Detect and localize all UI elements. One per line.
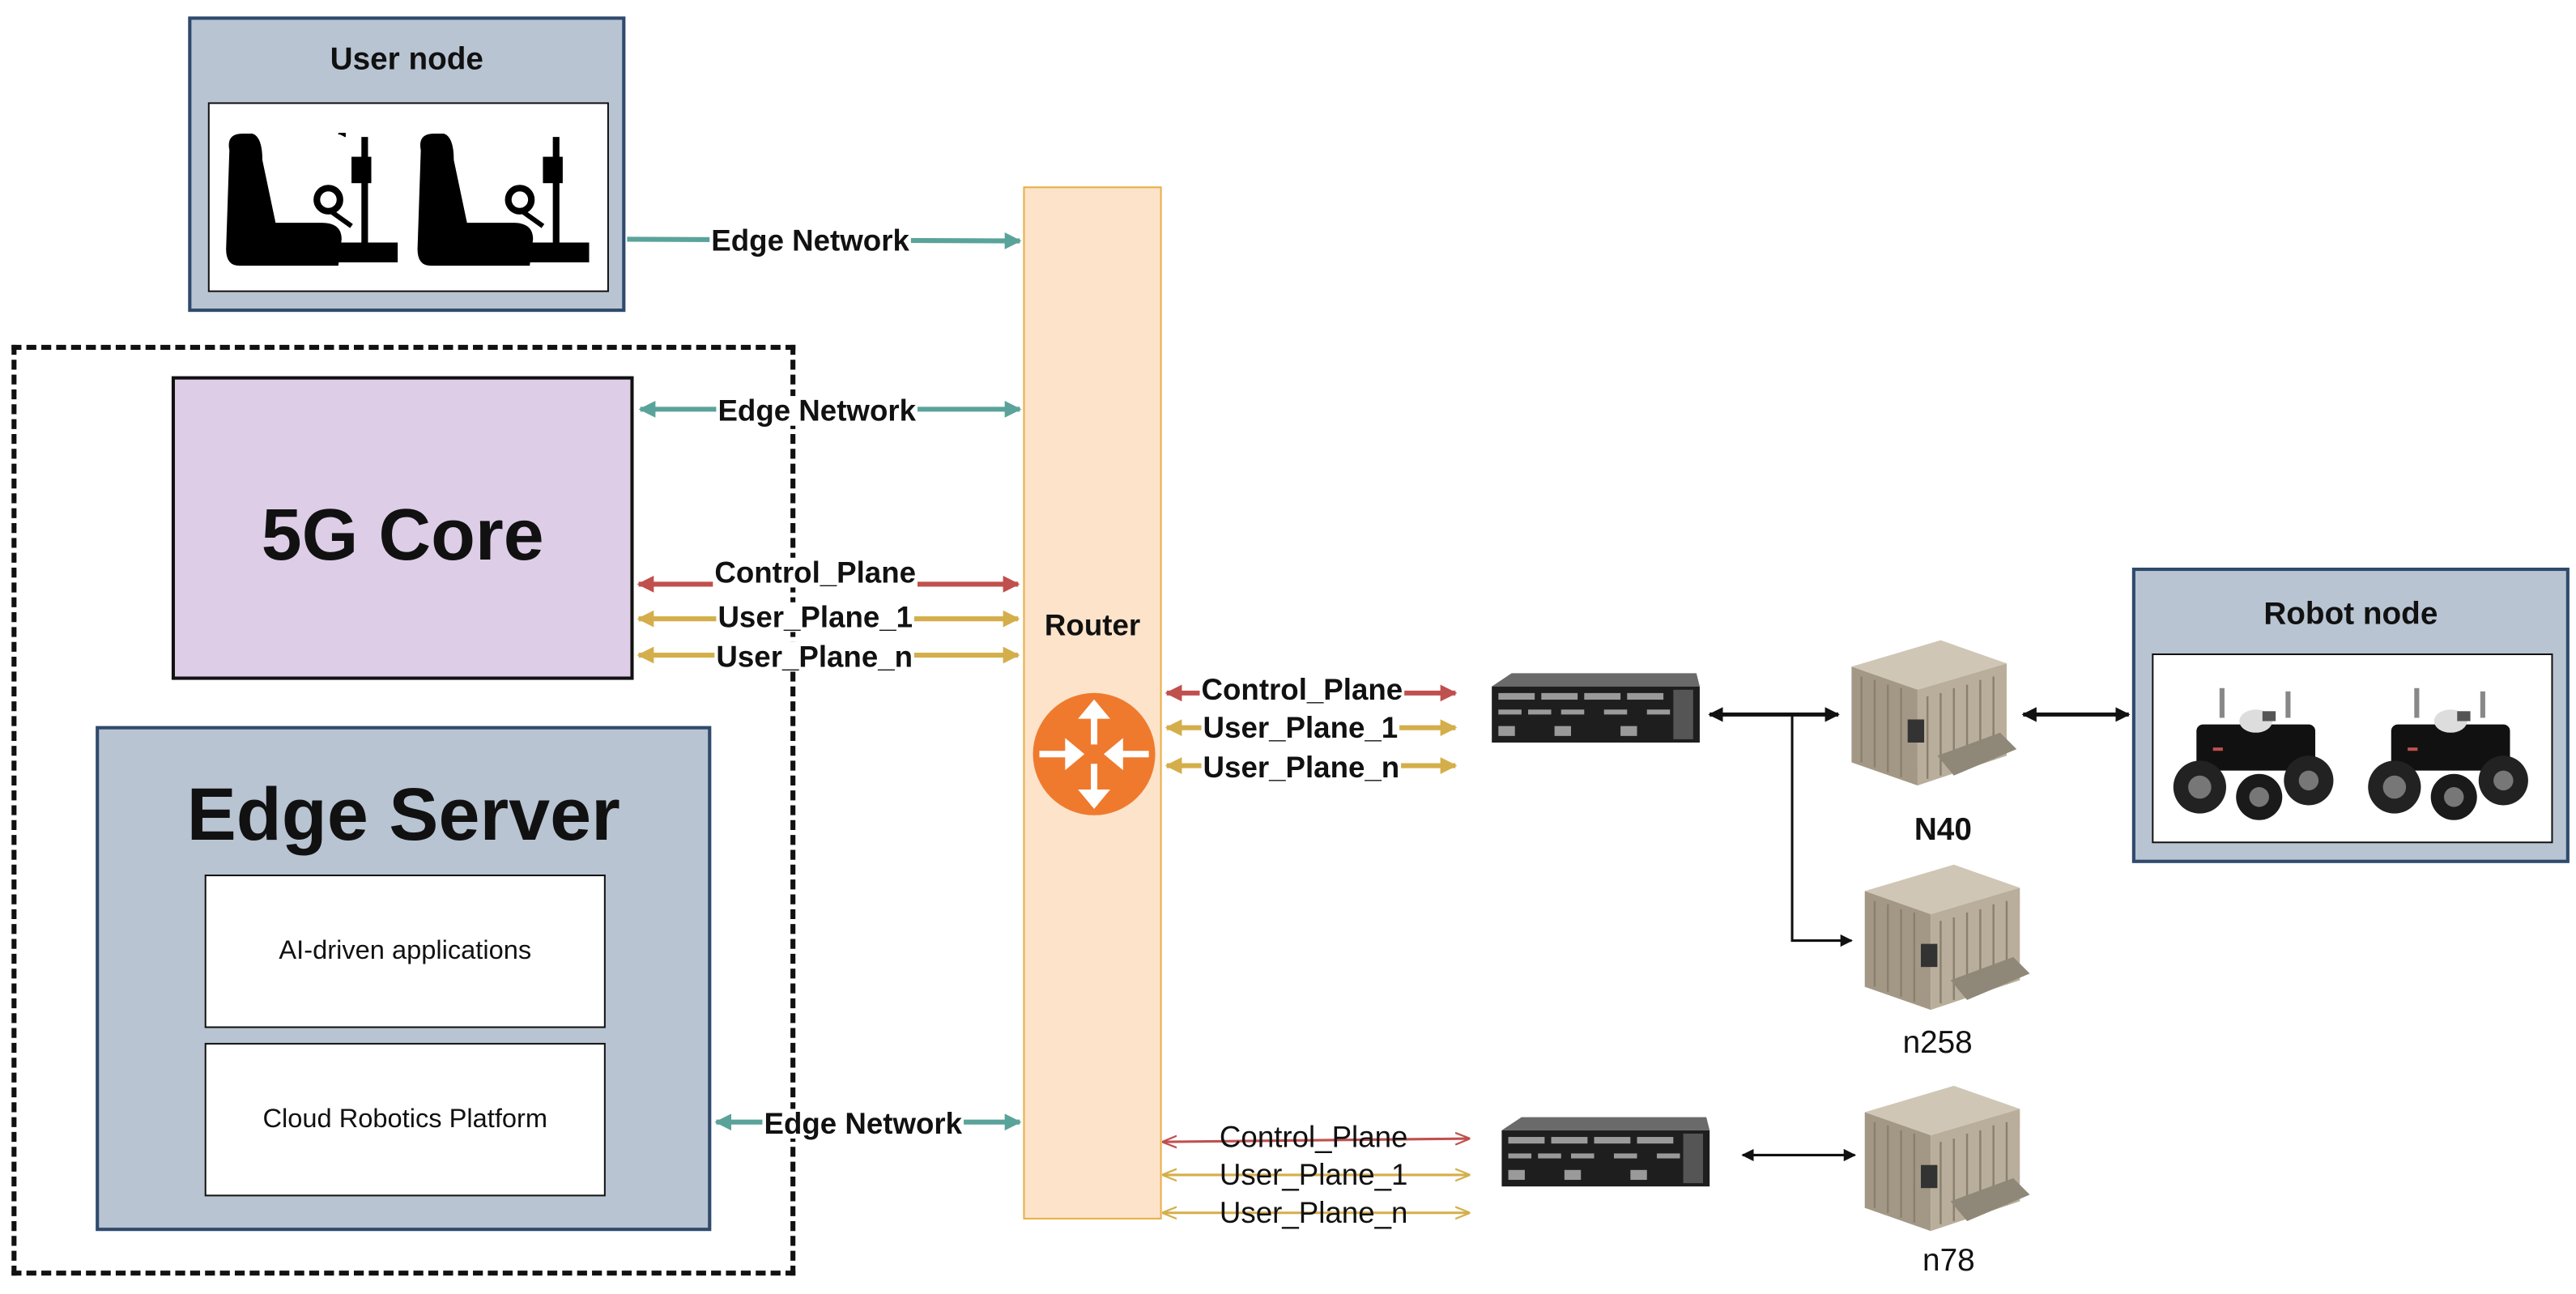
5g-core: 5G Core: [171, 376, 634, 680]
bb1-user-plane-n-label: User_Plane_n: [1201, 752, 1402, 782]
server-rack-icon: [1501, 1117, 1710, 1187]
radio-unit-icon: [1864, 864, 2030, 1011]
robot-node-title: Robot node: [2263, 597, 2438, 632]
bb2-control-plane-link: [1164, 1139, 1469, 1142]
robot-node: Robot node: [2131, 568, 2570, 863]
router-icon: [1033, 692, 1156, 815]
server-rack-icon: [1492, 673, 1700, 743]
bb1-control-plane-label: Control_Plane: [1199, 675, 1405, 705]
core-control-plane-label: Control_Plane: [713, 557, 918, 588]
radio-unit-icon: [1851, 640, 2017, 785]
racing-seat-icon: [417, 134, 590, 266]
user-node-title: User node: [330, 42, 483, 78]
user-node-image-panel: [207, 102, 609, 292]
cloud-robotics-label: Cloud Robotics Platform: [262, 1105, 548, 1134]
radio-unit-icon: [1864, 1085, 2030, 1232]
router-label: Router: [1044, 608, 1141, 642]
server-edge-label: Edge Network: [762, 1109, 964, 1139]
cloud-robotics-box: Cloud Robotics Platform: [204, 1042, 606, 1197]
robot-rover-icon: [2173, 687, 2334, 820]
core-edge-label: Edge Network: [716, 396, 918, 426]
core-user-plane-1-label: User_Plane_1: [716, 602, 915, 632]
bb1-n258-link: [1790, 714, 1853, 947]
bb2-user-plane-n-label: User_Plane_n: [1219, 1196, 1408, 1230]
router: Router: [1023, 186, 1162, 1220]
5g-core-title: 5G Core: [261, 495, 544, 577]
user-edge-label: Edge Network: [709, 226, 911, 256]
bb1-user-plane-1-label: User_Plane_1: [1201, 713, 1400, 743]
robot-node-image-panel: [2152, 653, 2553, 844]
robot-rover-icon: [2368, 687, 2528, 820]
bb2-control-plane-label: Control_Plane: [1219, 1120, 1408, 1154]
edge-server-title: Edge Server: [186, 772, 620, 857]
ai-apps-label: AI-driven applications: [279, 937, 532, 966]
radio-unit-label-n258: n258: [1902, 1026, 1973, 1062]
bb2-user-plane-1-label: User_Plane_1: [1219, 1158, 1408, 1192]
ai-apps-box: AI-driven applications: [204, 875, 606, 1028]
radio-unit-label-n78: n78: [1922, 1244, 1975, 1279]
core-user-plane-n-label: User_Plane_n: [714, 641, 915, 672]
racing-seat-icon: [226, 133, 398, 266]
user-node: User node: [188, 16, 626, 313]
edge-server: Edge Server AI-driven applications Cloud…: [96, 726, 712, 1232]
edge-boundary: [11, 344, 796, 1276]
radio-unit-label-n40: N40: [1914, 813, 1972, 849]
